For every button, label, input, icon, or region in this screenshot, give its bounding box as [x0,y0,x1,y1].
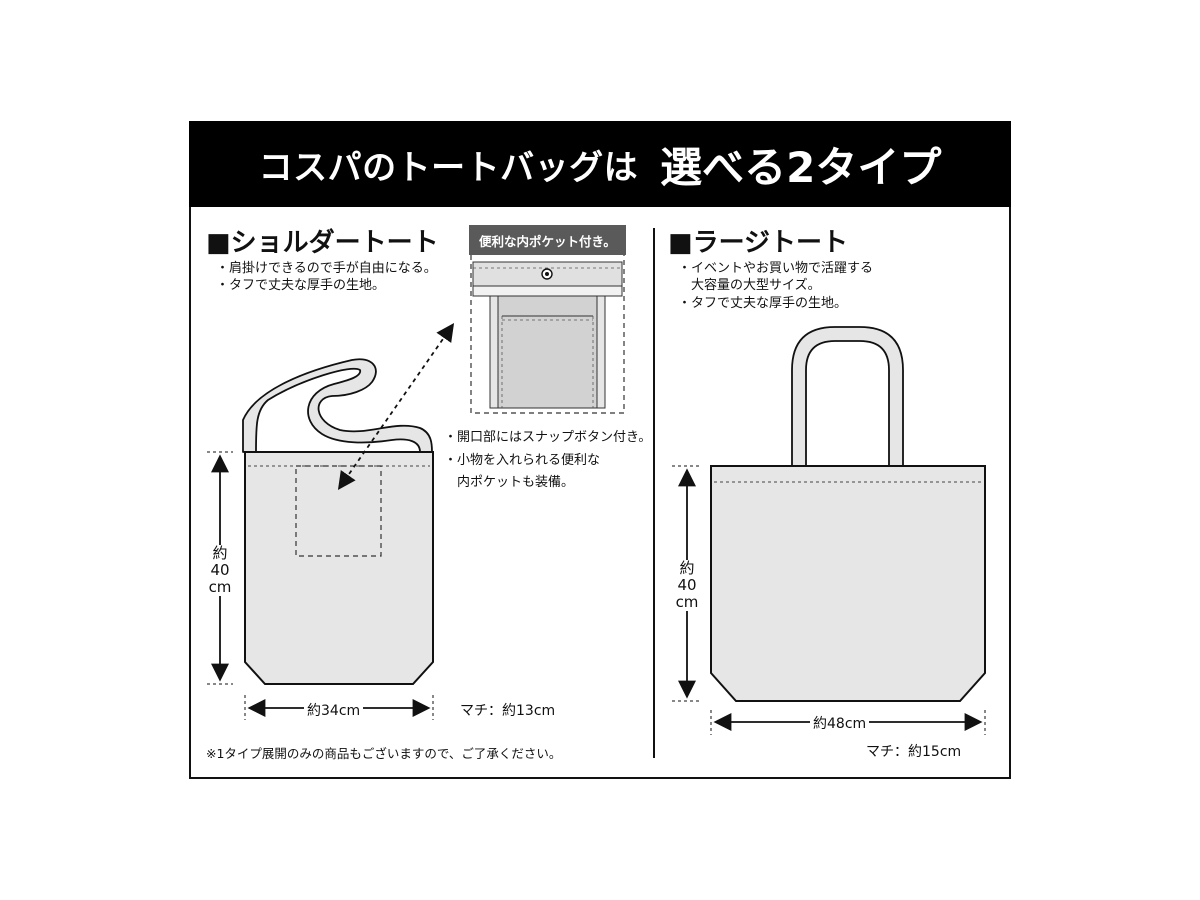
banner-lead: コスパのトートバッグは [258,147,639,188]
large-bullet-3: ・タフで丈夫な厚手の生地。 [678,296,848,311]
large-height-label-overlay: 約 40 cm [672,560,702,611]
large-bullet-1: ・イベントやお買い物で活躍する [678,261,874,276]
shoulder-width-label-overlay: 約34cm [304,700,364,720]
pocket-pointer-arrow [337,323,455,490]
large-height-unit-overlay: cm [675,593,699,611]
shoulder-inner-pocket [295,465,382,557]
title-banner [189,121,1011,207]
shoulder-height-unit-overlay: cm [208,578,232,596]
section-divider [653,228,655,758]
pocket-note-2: ・小物を入れられる便利な [444,453,601,468]
pocket-note-3: 内ポケットも装備。 [444,475,575,490]
large-heading: ■ラージトート [668,228,849,258]
large-height-value-overlay: 40 [677,576,697,594]
large-width-label-overlay: 約48cm [810,713,870,733]
large-gusset-label: マチ：約15cm [866,744,962,760]
large-handles [791,326,904,467]
shoulder-bag-body [244,451,434,685]
shoulder-height-prefix-overlay: 約 [212,544,228,562]
footnote: ※1タイプ展開のみの商品もございますので、ご了承ください。 [206,746,562,761]
banner-emphasis: 選べる2タイプ [660,142,942,192]
pocket-detail-inset [470,255,625,414]
pocket-tag: 便利な内ポケット付き。 [469,225,626,255]
large-bullet-2: 大容量の大型サイズ。 [678,278,821,293]
shoulder-bullet-2: ・タフで丈夫な厚手の生地。 [216,278,386,293]
banner-title: コスパのトートバッグは 選べる2タイプ [189,121,1011,207]
large-height-prefix-overlay: 約 [679,559,695,577]
shoulder-height-label-overlay: 約 40 cm [205,545,235,596]
shoulder-heading: ■ショルダートート [206,228,439,258]
large-bag-body [710,465,986,702]
pocket-note-1: ・開口部にはスナップボタン付き。 [444,430,652,445]
shoulder-height-value-overlay: 40 [210,561,230,579]
shoulder-gusset-label: マチ：約13cm [460,703,556,719]
shoulder-strap [242,358,433,453]
shoulder-bullet-1: ・肩掛けできるので手が自由になる。 [216,261,437,276]
